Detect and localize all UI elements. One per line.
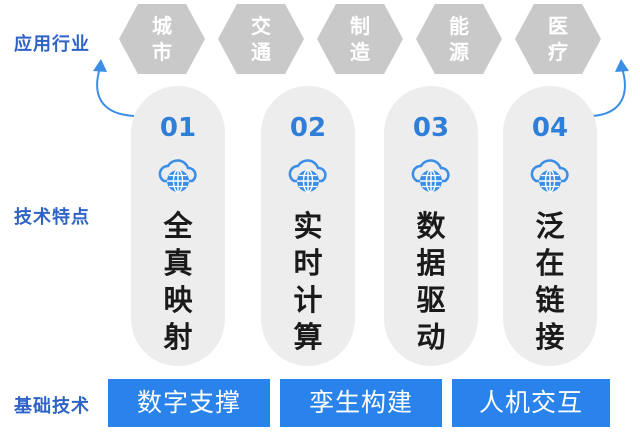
industry-hexagon-medical: 医 疗: [515, 4, 601, 74]
feature-char: 数: [416, 209, 446, 243]
industry-char: 交: [251, 14, 271, 38]
feature-text: 实 时 计 算: [261, 208, 355, 356]
foundation-row-label: 基础技术: [14, 396, 90, 417]
left-curved-arrow-icon: [93, 59, 135, 117]
tech-box-twin-building: 孪生构建: [280, 379, 442, 427]
industry-hexagon-energy: 能 源: [416, 4, 502, 74]
feature-char: 算: [293, 320, 323, 354]
feature-char: 真: [163, 246, 193, 280]
feature-number: 04: [531, 113, 569, 143]
feature-text: 数 据 驱 动: [384, 208, 478, 356]
cloud-globe-icon: [530, 159, 569, 193]
feature-pill-3: [384, 86, 478, 366]
feature-char: 接: [535, 320, 565, 354]
feature-pill-1: [131, 86, 225, 366]
industry-hexagon-city: 城 市: [119, 4, 205, 74]
feature-char: 链: [535, 283, 565, 317]
feature-number: 01: [159, 113, 197, 143]
industry-hexagon-transport: 交 通: [218, 4, 304, 74]
feature-pill-2: [261, 86, 355, 366]
feature-char: 动: [416, 320, 446, 354]
feature-char: 驱: [416, 283, 446, 317]
feature-char: 实: [293, 209, 323, 243]
feature-char: 射: [163, 320, 193, 354]
features-row-label: 技术特点: [14, 207, 90, 228]
right-curved-arrow-icon: [591, 59, 629, 117]
feature-number: 02: [289, 113, 327, 143]
feature-char: 映: [163, 283, 193, 317]
feature-text: 泛 在 链 接: [503, 208, 597, 356]
tech-box-digital-support: 数字支撑: [108, 379, 270, 427]
feature-text: 全 真 映 射: [131, 208, 225, 356]
industry-hexagon-manufacturing: 制 造: [317, 4, 403, 74]
cloud-globe-icon: [411, 159, 450, 193]
tech-box-human-machine-interaction: 人机交互: [452, 379, 610, 427]
application-row-label: 应用行业: [14, 34, 90, 55]
industry-char: 城: [152, 14, 172, 38]
industry-char: 疗: [548, 40, 568, 64]
industry-char: 源: [449, 40, 469, 64]
industry-char: 能: [449, 14, 469, 38]
feature-char: 泛: [535, 209, 565, 243]
industry-char: 医: [548, 14, 568, 38]
industry-char: 制: [350, 14, 370, 38]
feature-pill-4: [503, 86, 597, 366]
cloud-globe-icon: [158, 159, 197, 193]
feature-char: 据: [416, 246, 446, 280]
cloud-globe-icon: [288, 159, 327, 193]
industry-char: 市: [152, 40, 172, 64]
feature-char: 全: [163, 209, 193, 243]
industry-char: 造: [350, 40, 370, 64]
industry-char: 通: [251, 40, 271, 64]
feature-char: 在: [535, 246, 565, 280]
feature-char: 时: [293, 246, 323, 280]
feature-char: 计: [293, 283, 323, 317]
feature-number: 03: [412, 113, 450, 143]
